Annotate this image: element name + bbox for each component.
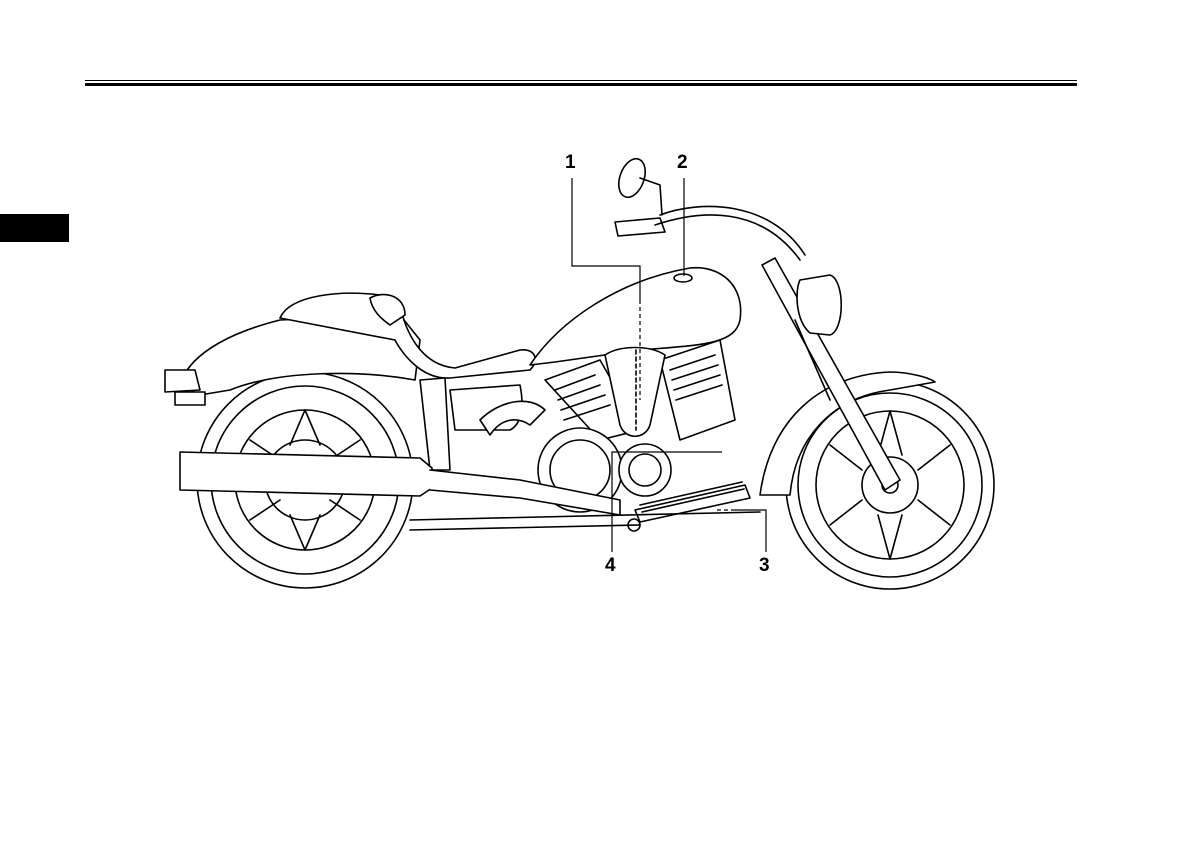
front-fork: [761, 257, 901, 491]
leader-3: [735, 509, 767, 552]
rear-fender: [179, 314, 421, 396]
engine: [537, 339, 736, 513]
handlebar: [614, 217, 666, 237]
seat: [279, 292, 536, 379]
exhaust: [179, 400, 621, 516]
chapter-tab: [0, 214, 69, 242]
callout-number-4: 4: [605, 555, 616, 576]
fuel-tank: [529, 266, 742, 366]
leader-4: [611, 451, 722, 552]
mirror: [618, 157, 646, 199]
leader-1: [571, 178, 641, 300]
callout-number-2: 2: [677, 152, 688, 173]
header-rule-thin: [85, 80, 1077, 81]
callout-number-1: 1: [565, 152, 576, 173]
fuel-cap: [673, 273, 693, 283]
headlight: [796, 274, 843, 336]
header-rule-thick: [85, 83, 1077, 86]
callout-number-3: 3: [759, 555, 770, 576]
